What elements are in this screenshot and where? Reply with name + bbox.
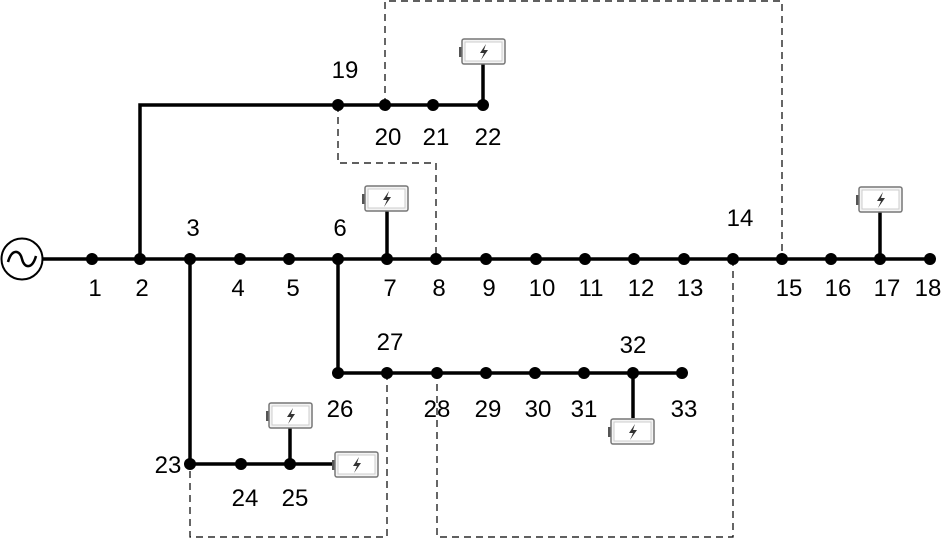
bus-node-15 bbox=[776, 253, 788, 265]
bus-label-26: 26 bbox=[327, 396, 354, 423]
bus-node-27 bbox=[381, 367, 393, 379]
bus-node-9 bbox=[480, 253, 492, 265]
bus-node-28 bbox=[431, 367, 443, 379]
bus-label-24: 24 bbox=[232, 485, 259, 512]
bus-label-33: 33 bbox=[671, 396, 698, 423]
tie-line-20-15 bbox=[384, 0, 783, 259]
tie-line-19-8 bbox=[337, 105, 437, 259]
bus-label-23: 23 bbox=[155, 452, 182, 479]
bus-label-5: 5 bbox=[286, 275, 299, 302]
lateral-23-25 bbox=[188, 259, 334, 466]
bus-label-8: 8 bbox=[432, 275, 445, 302]
bus-node-23 bbox=[184, 458, 196, 470]
bus-node-4 bbox=[234, 253, 246, 265]
bus-label-19: 19 bbox=[332, 57, 359, 84]
bus-label-12: 12 bbox=[628, 275, 655, 302]
bus-node-30 bbox=[529, 367, 541, 379]
bus-label-1: 1 bbox=[88, 275, 101, 302]
bus-label-10: 10 bbox=[529, 275, 556, 302]
bus-node-25 bbox=[284, 458, 296, 470]
bus-label-11: 11 bbox=[579, 275, 604, 302]
bus-node-22 bbox=[477, 99, 489, 111]
bus-node-2 bbox=[134, 253, 146, 265]
bus-label-17: 17 bbox=[874, 275, 901, 302]
bus-label-7: 7 bbox=[383, 275, 396, 302]
battery-icon bbox=[856, 186, 903, 213]
bus-node-26 bbox=[332, 367, 344, 379]
bus-node-10 bbox=[530, 253, 542, 265]
bus-label-6: 6 bbox=[333, 215, 346, 242]
bus-node-7 bbox=[381, 253, 393, 265]
bus-label-9: 9 bbox=[482, 275, 495, 302]
bus-node-11 bbox=[579, 253, 591, 265]
bus-node-33 bbox=[676, 367, 688, 379]
bus-node-21 bbox=[427, 99, 439, 111]
bus-node-17 bbox=[874, 253, 886, 265]
bus-label-14: 14 bbox=[727, 205, 754, 232]
ac-source-icon bbox=[0, 237, 44, 281]
bus-label-25: 25 bbox=[282, 485, 309, 512]
bus-label-3: 3 bbox=[186, 215, 199, 242]
bus-label-21: 21 bbox=[423, 124, 450, 151]
bus-label-22: 22 bbox=[475, 124, 502, 151]
bus-label-27: 27 bbox=[377, 329, 404, 356]
bus-label-16: 16 bbox=[825, 275, 852, 302]
bus-label-2: 2 bbox=[135, 275, 148, 302]
bus-node-16 bbox=[825, 253, 837, 265]
bus-node-32 bbox=[627, 367, 639, 379]
bus-label-28: 28 bbox=[424, 396, 451, 423]
bus-node-8 bbox=[430, 253, 442, 265]
bus-node-20 bbox=[379, 99, 391, 111]
bus-label-29: 29 bbox=[475, 396, 502, 423]
bus-label-30: 30 bbox=[525, 396, 552, 423]
bus-node-14 bbox=[727, 253, 739, 265]
battery-icon bbox=[608, 418, 655, 445]
battery-icon bbox=[332, 451, 379, 478]
battery-icon bbox=[459, 38, 506, 65]
bus-node-1 bbox=[86, 253, 98, 265]
bus-node-29 bbox=[480, 367, 492, 379]
battery-icon bbox=[266, 402, 313, 429]
lateral-19-22 bbox=[138, 103, 483, 259]
bus-label-31: 31 bbox=[571, 396, 598, 423]
bus-label-18: 18 bbox=[915, 275, 942, 302]
bus-node-12 bbox=[628, 253, 640, 265]
bus-node-18 bbox=[924, 253, 936, 265]
bus-node-5 bbox=[283, 253, 295, 265]
bus-node-31 bbox=[578, 367, 590, 379]
battery-icon bbox=[362, 185, 409, 212]
tie-line-14-28 bbox=[436, 259, 734, 538]
bus-label-20: 20 bbox=[375, 124, 402, 151]
tie-line-27-23 bbox=[189, 373, 388, 538]
bus-node-13 bbox=[678, 253, 690, 265]
bus-label-13: 13 bbox=[677, 275, 704, 302]
bus-label-4: 4 bbox=[231, 275, 244, 302]
bus-node-19 bbox=[332, 99, 344, 111]
bus-node-24 bbox=[235, 458, 247, 470]
bus-node-6 bbox=[332, 253, 344, 265]
bus-node-3 bbox=[184, 253, 196, 265]
bus-label-32: 32 bbox=[620, 332, 647, 359]
bus-label-15: 15 bbox=[776, 275, 803, 302]
